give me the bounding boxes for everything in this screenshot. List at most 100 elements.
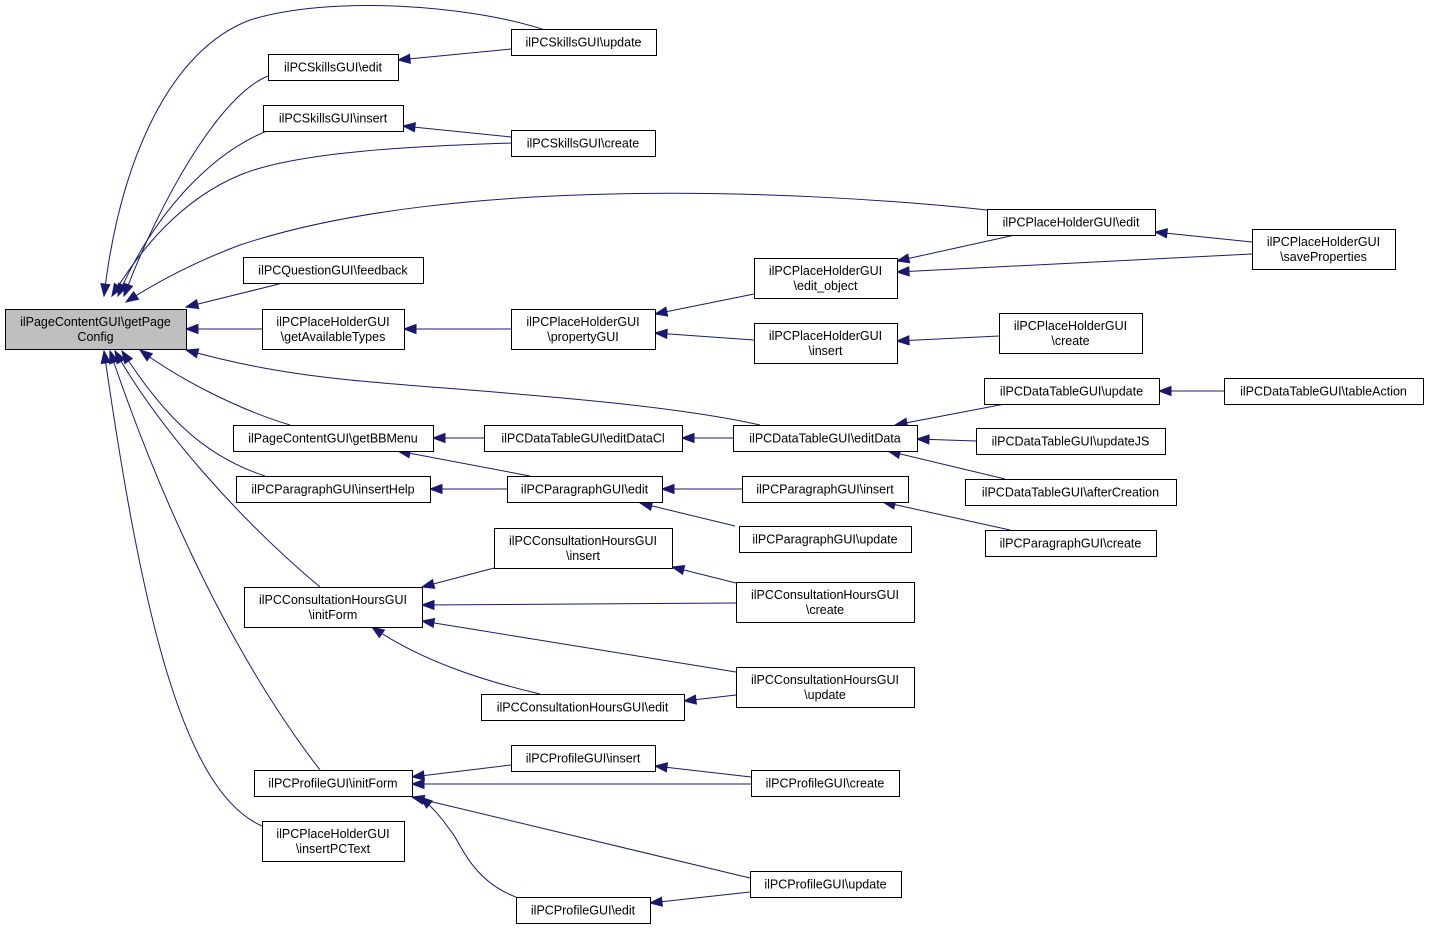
node-label: ilPCConsultationHoursGUI: [259, 593, 407, 607]
edge-ch_update-to-ch_initform: [420, 617, 737, 673]
node-label: \getAvailableTypes: [281, 330, 386, 344]
node-ch-initform[interactable]: ilPCConsultationHoursGUI\initForm: [244, 587, 423, 628]
edge-line: [117, 127, 276, 297]
node-ph-propgui[interactable]: ilPCPlaceHolderGUI\propertyGUI: [511, 309, 656, 350]
node-box: [263, 105, 404, 132]
edge-par_inserthelp-to-root: [121, 349, 266, 477]
edge-prof_initform-to-root: [109, 349, 321, 771]
node-label: ilPCParagraphGUI\edit: [521, 483, 649, 497]
node-label: ilPCDataTableGUI\editData: [749, 432, 901, 446]
edge-line: [1154, 231, 1253, 243]
node-label: ilPCPlaceHolderGUI: [276, 827, 389, 841]
node-question-feedback[interactable]: ilPCQuestionGUI\feedback: [243, 257, 424, 284]
node-ph-create[interactable]: ilPCPlaceHolderGUI\create: [999, 313, 1143, 354]
node-label: \insertPCText: [296, 842, 371, 856]
node-ph-insert[interactable]: ilPCPlaceHolderGUI\insert: [754, 323, 898, 364]
node-ph-getavail[interactable]: ilPCPlaceHolderGUI\getAvailableTypes: [262, 309, 405, 350]
arrowhead: [410, 778, 425, 790]
node-ch-insert[interactable]: ilPCConsultationHoursGUI\insert: [494, 528, 673, 569]
edge-line: [896, 234, 1016, 262]
edge-dt_update-to-dt_editdata: [893, 403, 1006, 428]
arrowhead: [680, 432, 695, 444]
edge-ph_saveprops-to-ph_edit_object: [895, 253, 1253, 277]
node-prof-update[interactable]: ilPCProfileGUI\update: [750, 871, 902, 898]
node-box: [751, 770, 900, 797]
edge-line: [123, 75, 269, 297]
node-label: ilPCProfileGUI\update: [764, 878, 886, 892]
node-label: ilPCDataTableGUI\update: [1000, 385, 1143, 399]
node-dt-editdata[interactable]: ilPCDataTableGUI\editData: [733, 425, 918, 452]
node-prof-initform[interactable]: ilPCProfileGUI\initForm: [254, 770, 413, 797]
node-skills-create[interactable]: ilPCSkillsGUI\create: [511, 130, 656, 157]
node-label: ilPCSkillsGUI\create: [527, 137, 640, 151]
node-box: [262, 821, 405, 862]
edge-line: [109, 350, 321, 771]
node-par-create[interactable]: ilPCParagraphGUI\create: [985, 530, 1157, 557]
node-box: [733, 425, 918, 452]
node-par-update[interactable]: ilPCParagraphGUI\update: [739, 526, 912, 553]
edge-line: [185, 349, 761, 426]
edge-ph_edit-to-root: [124, 192, 988, 303]
edge-line: [402, 125, 512, 138]
node-skills-insert[interactable]: ilPCSkillsGUI\insert: [263, 105, 404, 132]
arrowhead: [402, 323, 417, 335]
node-label: ilPCProfileGUI\insert: [526, 752, 641, 766]
node-dt-aftercreation[interactable]: ilPCDataTableGUI\afterCreation: [965, 479, 1177, 506]
node-label: ilPCProfileGUI\initForm: [268, 777, 397, 791]
arrowhead: [653, 328, 668, 340]
node-box: [754, 258, 898, 299]
node-ch-update[interactable]: ilPCConsultationHoursGUI\update: [736, 667, 915, 708]
node-ph-saveprops[interactable]: ilPCPlaceHolderGUI\saveProperties: [1252, 229, 1396, 270]
node-par-edit[interactable]: ilPCParagraphGUI\edit: [507, 476, 663, 503]
node-label: \saveProperties: [1280, 250, 1367, 264]
edge-line: [421, 602, 737, 606]
edge-line: [397, 48, 512, 61]
edge-line: [103, 350, 263, 827]
node-ph-insertpctext[interactable]: ilPCPlaceHolderGUI\insertPCText: [262, 821, 405, 862]
edge-line: [896, 335, 1000, 342]
node-label: Config: [77, 330, 113, 344]
arrowhead: [396, 53, 411, 64]
node-label: ilPCParagraphGUI\insertHelp: [251, 483, 414, 497]
node-par-inserthelp[interactable]: ilPCParagraphGUI\insertHelp: [236, 476, 431, 503]
node-dt-updatejs[interactable]: ilPCDataTableGUI\updateJS: [976, 428, 1166, 455]
node-pc-getbbmenu[interactable]: ilPageContentGUI\getBBMenu: [233, 425, 434, 452]
node-box: [244, 587, 423, 628]
node-prof-edit[interactable]: ilPCProfileGUI\edit: [516, 897, 651, 924]
node-par-insert[interactable]: ilPCParagraphGUI\insert: [742, 476, 909, 503]
arrowhead: [410, 770, 426, 781]
node-dt-editdatacl[interactable]: ilPCDataTableGUI\editDataCl: [484, 425, 683, 452]
node-dt-tableaction[interactable]: ilPCDataTableGUI\tableAction: [1224, 378, 1424, 405]
node-ph-edit-object[interactable]: ilPCPlaceHolderGUI\edit_object: [754, 258, 898, 299]
node-skills-edit[interactable]: ilPCSkillsGUI\edit: [268, 54, 399, 81]
node-ch-create[interactable]: ilPCConsultationHoursGUI\create: [736, 582, 915, 623]
edge-line: [654, 765, 752, 778]
edge-dt_updatejs-to-dt_editdata: [915, 434, 977, 445]
node-box: [516, 897, 651, 924]
edge-skills_create-to-skills_insert: [401, 122, 512, 138]
node-label: \insert: [566, 549, 601, 563]
node-dt-update[interactable]: ilPCDataTableGUI\update: [984, 378, 1160, 405]
node-ch-edit[interactable]: ilPCConsultationHoursGUI\edit: [481, 694, 685, 721]
arrowhead: [895, 253, 911, 264]
node-label: ilPageContentGUI\getBBMenu: [248, 432, 418, 446]
edge-skills_update-to-root: [100, 5, 546, 298]
edge-prof_create-to-prof_insert: [653, 762, 752, 778]
node-label: ilPCPlaceHolderGUI: [769, 264, 882, 278]
edge-line: [125, 192, 988, 303]
edge-ch_update-to-ch_edit: [682, 694, 737, 705]
node-prof-create[interactable]: ilPCProfileGUI\create: [751, 770, 900, 797]
arrowhead: [109, 349, 119, 365]
arrowhead: [895, 266, 910, 277]
node-skills-update[interactable]: ilPCSkillsGUI\update: [511, 29, 657, 56]
arrowhead: [123, 282, 134, 298]
node-ph-edit[interactable]: ilPCPlaceHolderGUI\edit: [987, 209, 1156, 236]
arrowhead: [370, 626, 386, 639]
arrowhead: [653, 306, 669, 317]
node-label: ilPCProfileGUI\create: [766, 777, 885, 791]
arrowhead: [1157, 385, 1172, 397]
node-prof-insert[interactable]: ilPCProfileGUI\insert: [511, 745, 656, 772]
edge-line: [371, 626, 541, 695]
